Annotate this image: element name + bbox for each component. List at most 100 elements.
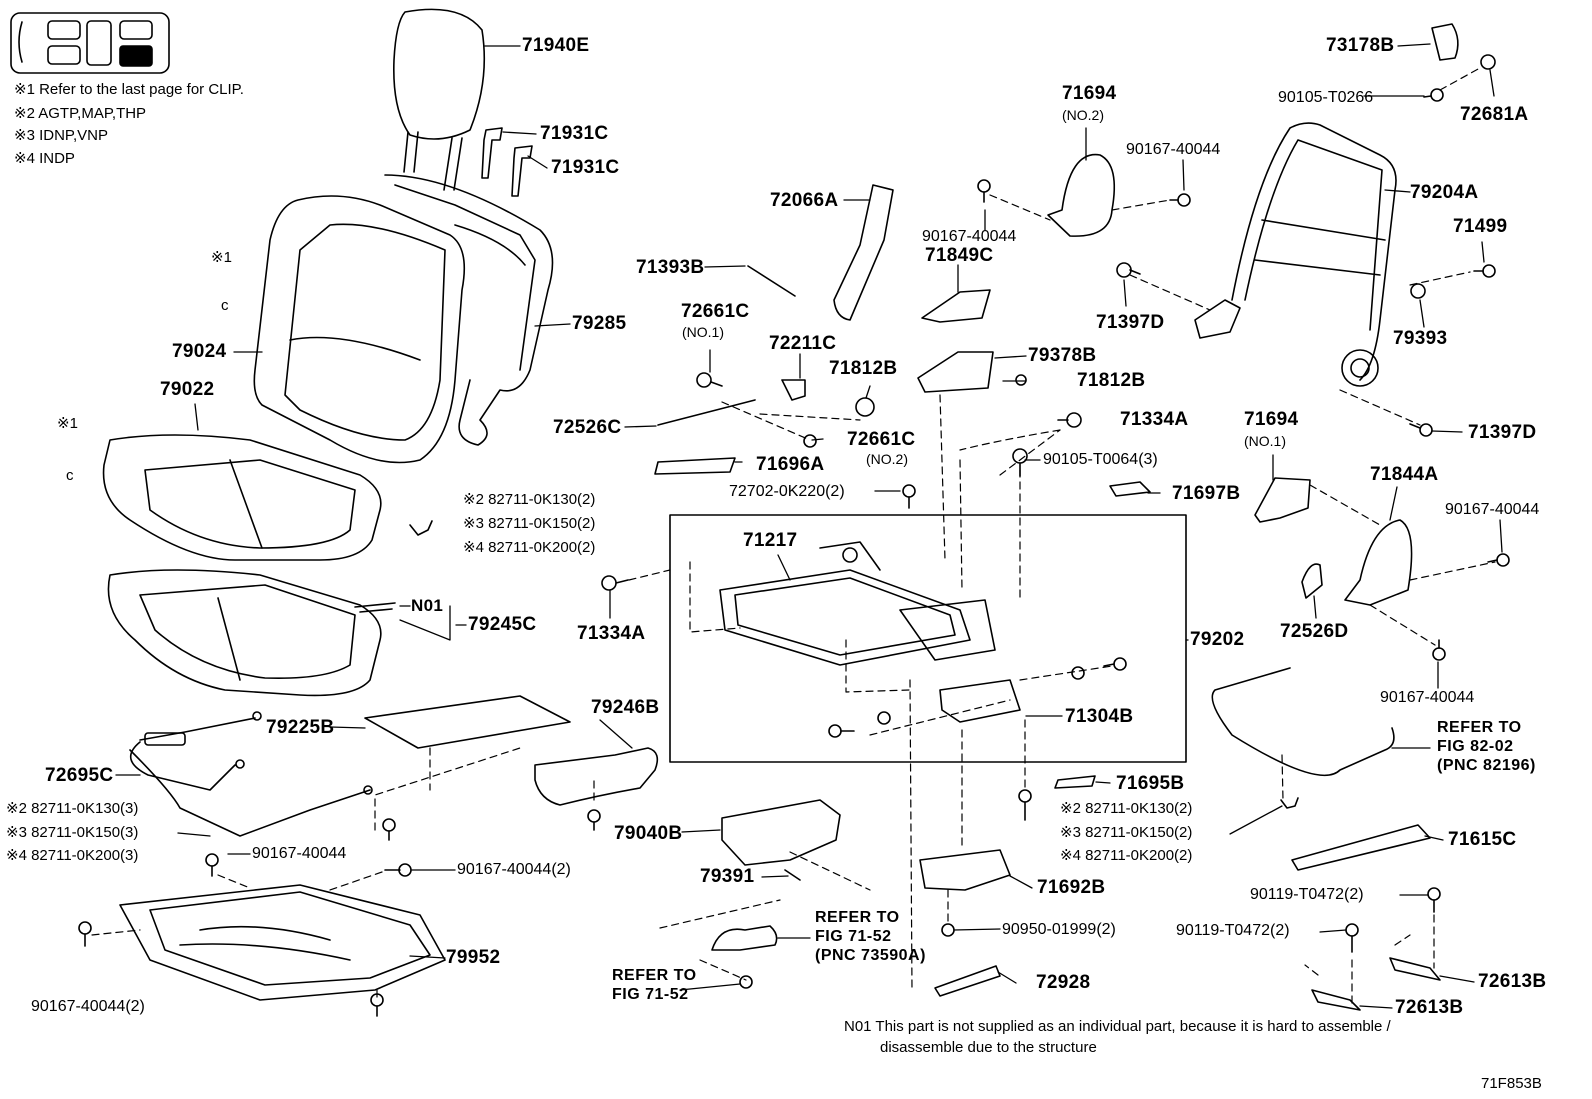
bolt-parts — [78, 88, 1510, 1017]
reference-fig-71-52-b[interactable]: REFER TO FIG 71-52 — [612, 966, 697, 1004]
label-72066A: 72066A — [770, 190, 839, 211]
clip-icon-a: c — [221, 297, 229, 314]
label-79204A: 79204A — [1410, 182, 1479, 203]
pad-part — [654, 457, 736, 475]
clip-72211c-part — [781, 379, 806, 401]
label-82711-a4: ※4 82711-0K200(2) — [463, 539, 596, 556]
headrest-part — [393, 8, 486, 191]
label-72928: 72928 — [1036, 972, 1091, 993]
headrest-guide-part — [481, 127, 533, 197]
label-90167-40044-2b: 90167-40044(2) — [31, 998, 145, 1015]
clip-part — [409, 520, 433, 536]
buckle-part — [711, 925, 778, 951]
bracket-71692b-part — [919, 849, 1011, 891]
label-72681A: 72681A — [1460, 104, 1529, 125]
label-71397D-a: 71397D — [1096, 312, 1165, 333]
seat-cushion-part — [102, 434, 382, 561]
arm-part — [833, 184, 894, 321]
label-71397D-b: 71397D — [1468, 422, 1537, 443]
label-71694-no1: 71694 — [1244, 409, 1299, 430]
label-71334A-b: 71334A — [1120, 409, 1189, 430]
back-frame-part — [1194, 122, 1397, 387]
side-cover-part — [534, 747, 659, 806]
ref-line: FIG 71-52 — [815, 928, 892, 946]
label-72526D: 72526D — [1280, 621, 1349, 642]
seat-position-icon — [10, 12, 170, 74]
leader-lines — [115, 43, 1503, 1009]
label-82711-a2: ※2 82711-0K130(2) — [463, 491, 596, 508]
pad-71697b-part — [1109, 481, 1151, 497]
reference-fig-82-02[interactable]: REFER TO FIG 82-02 (PNC 82196) — [1437, 718, 1536, 776]
label-71696A: 71696A — [756, 454, 825, 475]
cover-71844a-part — [1344, 519, 1413, 606]
ref-line: FIG 82-02 — [1437, 738, 1514, 756]
adjuster-box — [669, 514, 1187, 763]
note-variant-4: ※4 INDP — [14, 150, 75, 167]
label-71697B: 71697B — [1172, 483, 1241, 504]
label-72661C-2: 72661C — [847, 429, 916, 450]
label-90167-40044-d: 90167-40044 — [1445, 501, 1540, 518]
washer-71304b-part — [877, 711, 891, 725]
label-no1-b: (NO.1) — [1244, 433, 1286, 449]
label-71499: 71499 — [1453, 216, 1508, 237]
label-79024: 79024 — [172, 341, 227, 362]
label-82711-c2: ※2 82711-0K130(2) — [1060, 800, 1193, 817]
label-71695B: 71695B — [1116, 773, 1185, 794]
pad-71695b-part — [1054, 775, 1096, 789]
clip-72661c-part — [803, 434, 817, 448]
label-79245C: 79245C — [468, 614, 537, 635]
label-71692B: 71692B — [1037, 877, 1106, 898]
label-90167-40044-e: 90167-40044 — [1380, 689, 1475, 706]
bracket-72613b-a-part — [1389, 957, 1441, 981]
clip-icon-b: c — [66, 467, 74, 484]
cover-71694-no1-part — [1254, 477, 1311, 523]
cushion-frame-part — [119, 884, 446, 1001]
nut-part — [739, 975, 753, 989]
label-71812B-b: 71812B — [1077, 370, 1146, 391]
label-79202: 79202 — [1190, 629, 1245, 650]
label-72695C: 72695C — [45, 765, 114, 786]
label-82711-a3: ※3 82711-0K150(2) — [463, 515, 596, 532]
label-79022: 79022 — [160, 379, 215, 400]
seat-frame-part — [719, 541, 996, 666]
ref-line: REFER TO — [612, 967, 697, 984]
label-79246B: 79246B — [591, 697, 660, 718]
guide-lines — [91, 67, 1496, 1009]
label-82711-b2: ※2 82711-0K130(3) — [6, 800, 139, 817]
label-no2-b: (NO.2) — [1062, 107, 1104, 123]
figure-id: 71F853B — [1481, 1075, 1542, 1092]
rod-part — [747, 265, 796, 297]
trim-part — [934, 965, 1001, 997]
label-71615C: 71615C — [1448, 829, 1517, 850]
cover-79378b-part — [917, 351, 994, 393]
label-71393B: 71393B — [636, 257, 705, 278]
footnote-n01-line2: disassemble due to the structure — [880, 1039, 1097, 1056]
label-90105-T0064: 90105-T0064(3) — [1043, 451, 1158, 468]
label-72613B-b: 72613B — [1395, 997, 1464, 1018]
harness-part — [129, 711, 373, 837]
label-no1-a: (NO.1) — [682, 324, 724, 340]
reference-fig-71-52-a[interactable]: REFER TO FIG 71-52 (PNC 73590A) — [815, 908, 926, 966]
n01-part — [354, 602, 396, 613]
label-90950-01999: 90950-01999(2) — [1002, 921, 1116, 938]
cap-72681a-part — [1480, 54, 1496, 70]
label-71304B: 71304B — [1065, 706, 1134, 727]
label-90105-T0266: 90105-T0266 — [1278, 89, 1374, 106]
label-82711-c4: ※4 82711-0K200(2) — [1060, 847, 1193, 864]
cover-71849c-part — [921, 289, 991, 323]
label-79285: 79285 — [572, 313, 627, 334]
label-90167-40044-2a: 90167-40044(2) — [457, 861, 571, 878]
label-71334A-a: 71334A — [577, 623, 646, 644]
label-71217: 71217 — [743, 530, 798, 551]
label-72702: 72702-0K220(2) — [729, 483, 845, 500]
label-82711-c3: ※3 82711-0K150(2) — [1060, 824, 1193, 841]
label-82711-b3: ※3 82711-0K150(3) — [6, 824, 139, 841]
clip-right-part — [1280, 797, 1299, 809]
recliner-part — [939, 679, 1021, 723]
cover-71694-no2-part — [1047, 153, 1116, 237]
label-71844A: 71844A — [1370, 464, 1439, 485]
washer-2-part — [1071, 666, 1085, 680]
ref-line: (PNC 82196) — [1437, 757, 1536, 775]
bushing-part — [1410, 283, 1426, 299]
